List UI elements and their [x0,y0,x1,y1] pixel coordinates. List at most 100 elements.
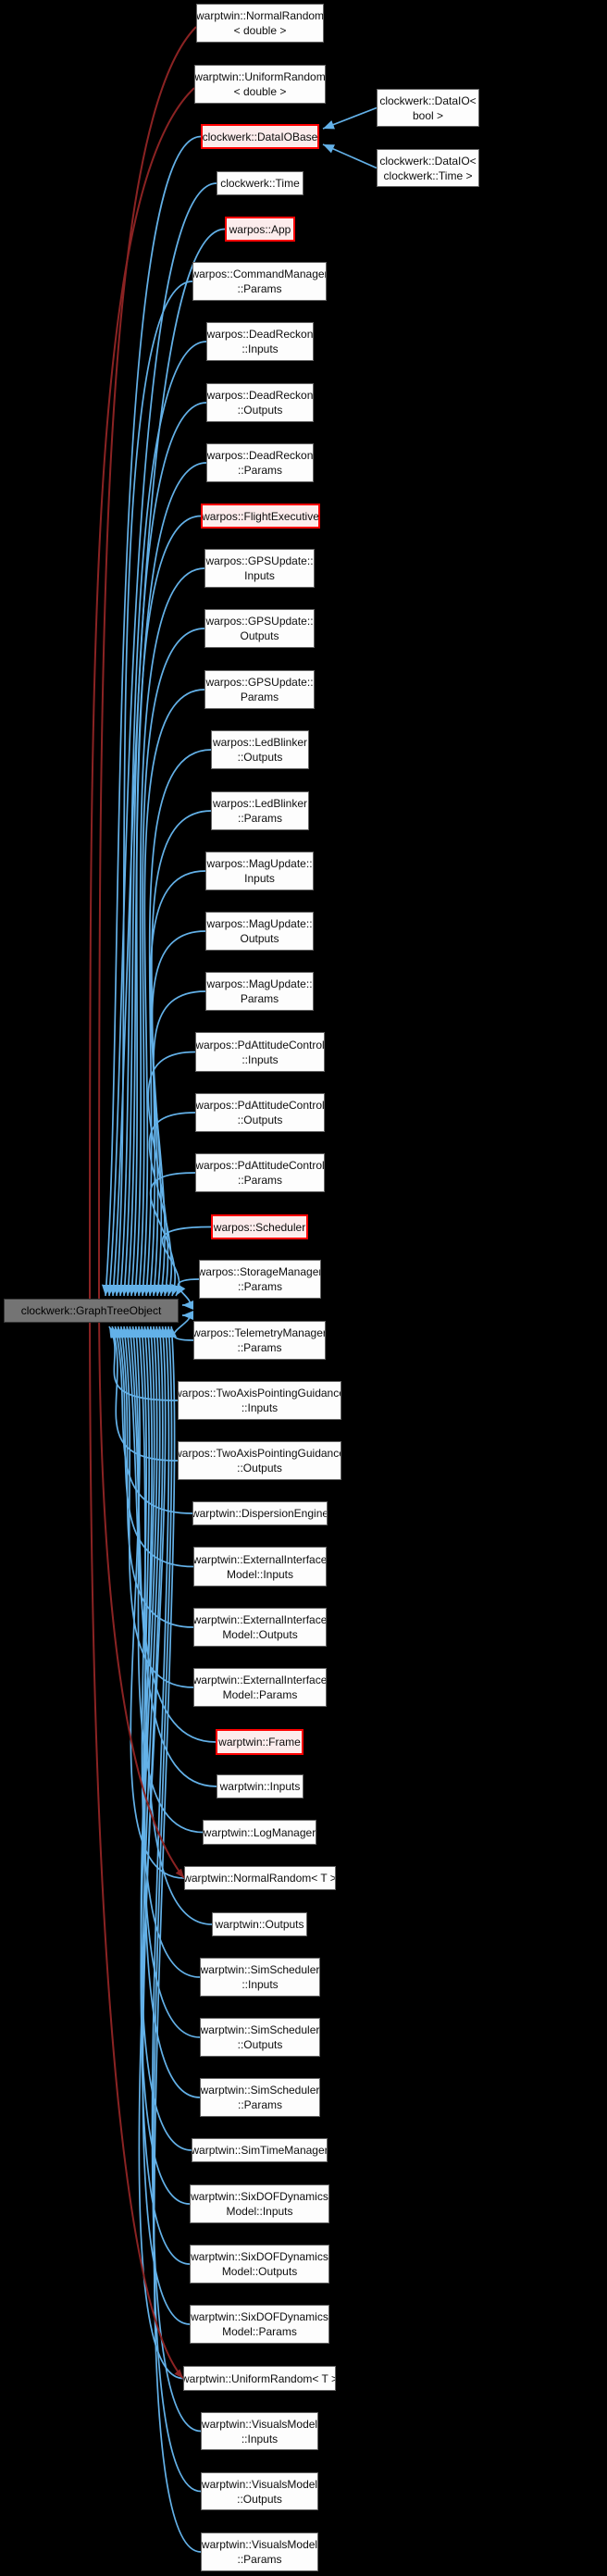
class-node-warpos-deadreckon-params[interactable]: warpos::DeadReckon::Params [206,443,314,482]
class-node-warpos-deadreckon-outputs[interactable]: warpos::DeadReckon::Outputs [206,383,314,422]
class-node-label: warptwin::SimScheduler [200,1963,320,1976]
inheritance-edge [127,515,202,1297]
class-node-warpos-magupdate-inputs[interactable]: warpos::MagUpdate::Inputs [205,852,314,890]
class-node-warpos-ledblinker-params[interactable]: warpos::LedBlinker::Params [211,791,309,830]
class-node-label: warptwin::VisualsModel [201,2417,318,2431]
class-node-warpos-gpsupdate-params[interactable]: warpos::GPSUpdate::Params [204,670,315,709]
class-node-label: warptwin::Inputs [219,1780,301,1793]
current-class-node-clockwerk-graphtreeobject: clockwerk::GraphTreeObject [4,1299,179,1323]
class-node-label: warptwin::UniformRandom< T > [183,2371,336,2385]
class-node-warpos-pdattitudecontrol-params[interactable]: warpos::PdAttitudeControl::Params [195,1153,325,1192]
class-node-label: warpos::LedBlinker [212,736,308,749]
class-node-warpos-magupdate-outputs[interactable]: warpos::MagUpdate::Outputs [205,912,314,951]
class-node-label: Params [240,691,279,703]
class-node-label: warptwin::UniformRandom [194,70,326,83]
class-node-warpos-twoaxispointingguidance-inputs[interactable]: warpos::TwoAxisPointingGuidance::Inputs [178,1381,341,1420]
class-node-label: Inputs [244,872,275,885]
class-node-warptwin-visualsmodel-outputs[interactable]: warptwin::VisualsModel::Outputs [201,2472,318,2510]
class-node-warpos-commandmanager-params[interactable]: warpos::CommandManager::Params [192,262,327,301]
class-node-label: bool > [412,108,444,122]
class-node-warptwin-simtimemanager[interactable]: warptwin::SimTimeManager [192,2138,328,2162]
template-instantiation-edge [88,87,195,2380]
class-node-label: ::Outputs [237,2492,282,2506]
class-node-warptwin-simscheduler-inputs[interactable]: warptwin::SimScheduler::Inputs [200,1958,320,1997]
class-node-label: warpos::DeadReckon [206,449,314,462]
class-node-warptwin-uniformrandom-double[interactable]: warptwin::UniformRandom< double > [194,65,326,104]
class-node-label: ::Params [237,1280,282,1293]
class-node-warptwin-visualsmodel-inputs[interactable]: warptwin::VisualsModel::Inputs [201,2412,318,2450]
class-node-warptwin-simscheduler-params[interactable]: warptwin::SimScheduler::Params [200,2078,320,2117]
inheritance-edge [149,1172,196,1297]
inheritance-edge [141,1325,191,2265]
class-node-label: ::Outputs [237,1462,282,1475]
class-node-warptwin-outputs[interactable]: warptwin::Outputs [212,1912,307,1936]
inheritance-edge [151,1325,202,2433]
class-node-warpos-ledblinker-outputs[interactable]: warpos::LedBlinker::Outputs [211,730,309,769]
class-node-warpos-pdattitudecontrol-outputs[interactable]: warpos::PdAttitudeControl::Outputs [195,1093,325,1132]
class-node-label: clockwerk::DataIO< [379,93,477,107]
class-node-warptwin-dispersionengine[interactable]: warptwin::DispersionEngine [192,1501,328,1525]
class-node-label: warpos::StorageManager [199,1265,321,1278]
class-node-label: warptwin::ExternalInterface [193,1613,327,1626]
class-node-warptwin-logmanager[interactable]: warptwin::LogManager [203,1820,316,1845]
class-node-label: warptwin::SimTimeManager [192,2144,328,2157]
class-node-warpos-gpsupdate-outputs[interactable]: warpos::GPSUpdate::Outputs [204,609,315,648]
class-node-warpos-telemetrymanager-params[interactable]: warpos::TelemetryManager::Params [193,1321,326,1360]
class-node-warpos-app[interactable]: warpos::App [225,217,295,242]
inheritance-edge [130,567,205,1297]
class-node-label: < double > [233,85,287,98]
inheritance-edge [147,1051,196,1297]
class-node-clockwerk-dataio-clockwerk-time[interactable]: clockwerk::DataIO<clockwerk::Time > [377,149,479,187]
class-node-label: < double > [233,24,287,37]
inheritance-edge [129,1325,204,1834]
class-node-warptwin-uniformrandom-t[interactable]: warptwin::UniformRandom< T > [183,2366,336,2391]
class-node-label: ::Params [237,1341,282,1354]
class-node-warpos-pdattitudecontrol-inputs[interactable]: warpos::PdAttitudeControl::Inputs [195,1032,325,1072]
class-node-warpos-deadreckon-inputs[interactable]: warpos::DeadReckon::Inputs [206,322,314,361]
class-node-label: ::Outputs [237,404,283,417]
class-node-label: Model::Inputs [226,2205,293,2218]
class-node-label: ::Inputs [241,2432,279,2445]
class-node-label: warptwin::LogManager [203,1825,316,1839]
class-node-warpos-scheduler[interactable]: warpos::Scheduler [211,1214,308,1239]
class-node-warptwin-inputs[interactable]: warptwin::Inputs [217,1774,304,1798]
inheritance-edge [126,1325,217,1787]
class-node-label: warpos::PdAttitudeControl [195,1099,325,1112]
class-node-clockwerk-dataiobase[interactable]: clockwerk::DataIOBase [201,124,319,149]
class-node-label: warpos::LedBlinker [212,797,308,810]
class-node-warptwin-simscheduler-outputs[interactable]: warptwin::SimScheduler::Outputs [200,2018,320,2057]
inheritance-edge [120,1325,194,1688]
class-node-label: ::Inputs [242,1052,279,1066]
class-node-clockwerk-dataio-bool[interactable]: clockwerk::DataIO<bool > [377,89,479,127]
class-node-label: warptwin::VisualsModel [201,2538,318,2551]
inheritance-edge [153,1325,202,2553]
class-node-warpos-storagemanager-params[interactable]: warpos::StorageManager::Params [199,1260,321,1299]
class-node-clockwerk-time[interactable]: clockwerk::Time [217,171,304,195]
class-node-warptwin-frame[interactable]: warptwin::Frame [216,1729,304,1755]
class-node-label: warptwin::SixDOFDynamics [191,2190,328,2203]
class-node-label: warpos::GPSUpdate:: [205,554,314,567]
class-node-label: warptwin::SimScheduler [200,2023,320,2036]
class-node-warptwin-normalrandom-double[interactable]: warptwin::NormalRandom< double > [196,4,324,43]
class-node-label: ::Params [237,812,282,825]
class-node-label: warpos::PdAttitudeControl [195,1159,325,1172]
class-node-warptwin-visualsmodel-params[interactable]: warptwin::VisualsModel::Params [201,2532,318,2571]
class-node-label: Outputs [240,629,279,642]
inheritance-edge [322,106,378,130]
class-node-label: Model::Params [222,1688,298,1701]
class-node-warpos-twoaxispointingguidance-outputs[interactable]: warpos::TwoAxisPointingGuidance::Outputs [178,1441,341,1480]
inheritance-edge [101,135,202,1297]
class-node-warpos-gpsupdate-inputs[interactable]: warpos::GPSUpdate::Inputs [204,549,315,588]
class-node-warpos-magupdate-params[interactable]: warpos::MagUpdate::Params [205,972,314,1011]
inheritance-edge [130,1325,185,1879]
class-node-warpos-flightexecutive[interactable]: warpos::FlightExecutive [201,504,320,529]
class-node-label: warpos::App [229,222,291,236]
class-node-warptwin-normalrandom-t[interactable]: warptwin::NormalRandom< T > [184,1866,336,1890]
class-node-label: clockwerk::DataIO< [379,154,477,168]
